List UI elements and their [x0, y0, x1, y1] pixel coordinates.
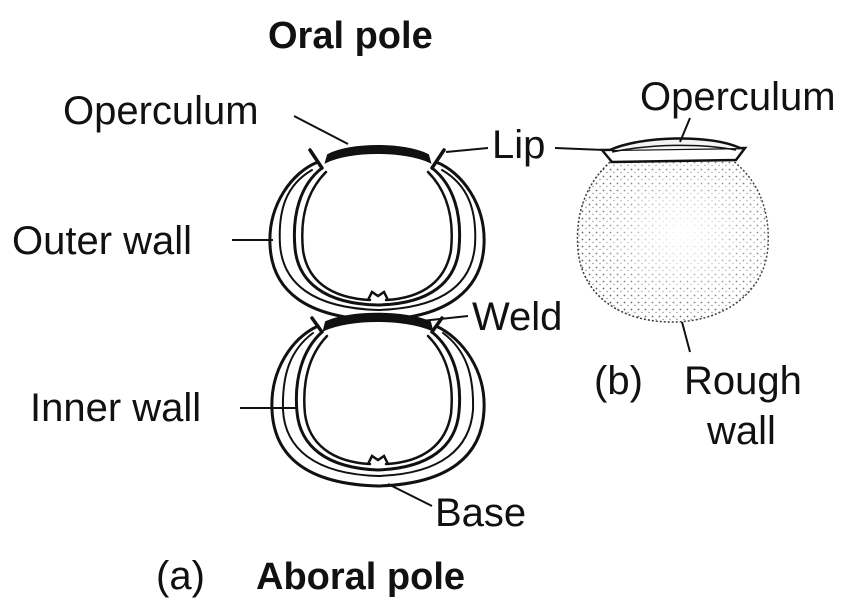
weld-label: Weld: [472, 295, 562, 339]
base-label: Base: [435, 491, 526, 535]
leader-base: [388, 484, 432, 506]
oral-pole-label: Oral pole: [268, 15, 433, 57]
outer-wall-label: Outer wall: [12, 219, 192, 263]
lower-cyst: [272, 314, 484, 486]
leader-operculum-a: [294, 116, 348, 144]
inner-wall-label: Inner wall: [30, 386, 201, 430]
upper-operculum: [326, 146, 430, 162]
panel-a-label: (a): [156, 554, 205, 598]
rough-wall-label-line2: wall: [706, 409, 776, 453]
leader-lip: [446, 148, 488, 152]
rough-wall-label-line1: Rough: [684, 359, 802, 403]
upper-inner-wall: [294, 168, 459, 305]
lip-label: Lip: [492, 123, 545, 167]
lower-inner-wall: [296, 332, 459, 470]
panel-b-label: (b): [594, 359, 643, 403]
operculum-a-label: Operculum: [63, 89, 259, 133]
rough-cyst: [577, 138, 768, 322]
operculum-b-label: Operculum: [640, 75, 836, 119]
upper-cyst: [270, 146, 484, 320]
leader-lip-b: [555, 148, 604, 150]
leader-rough-wall: [682, 322, 690, 352]
aboral-pole-label: Aboral pole: [256, 556, 465, 598]
